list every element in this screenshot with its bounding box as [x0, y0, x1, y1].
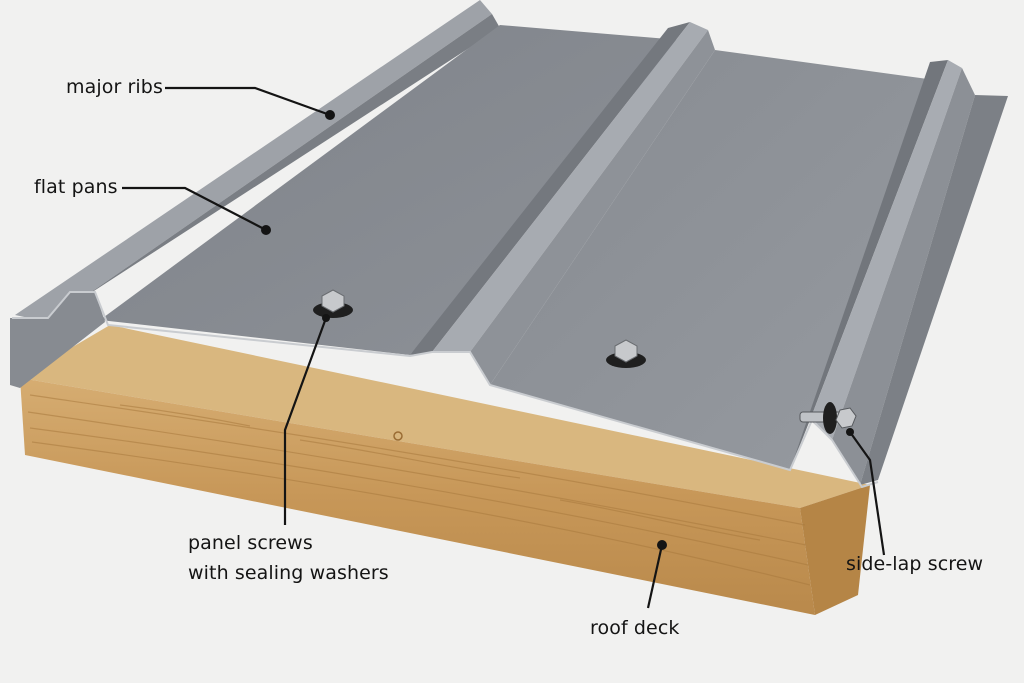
panel-screw-right — [606, 339, 646, 368]
label-panel-screws: panel screws with sealing washers — [188, 528, 389, 588]
label-panel-screws-line1: panel screws — [188, 532, 313, 554]
side-lap-edge — [860, 95, 1008, 485]
roof-deck-top-face — [20, 325, 870, 508]
wood-knot — [393, 431, 403, 441]
leader-panel-screws — [283, 317, 328, 525]
wood-grain — [27, 394, 811, 586]
leader-side-lap-screw — [849, 431, 886, 556]
hex-head-icon — [614, 339, 638, 363]
roof-deck-front-face — [20, 378, 815, 615]
panel-screw-left — [313, 289, 353, 318]
leader-dot-flat-pans — [261, 225, 271, 235]
major-rib-left-side — [48, 14, 500, 322]
label-major-ribs: major ribs — [66, 76, 163, 98]
major-rib-left-top — [15, 0, 492, 322]
major-rib-middle-left-face — [410, 22, 690, 355]
hex-head-icon — [321, 289, 345, 313]
label-panel-screws-line2: with sealing washers — [188, 562, 389, 584]
major-rib-middle-top — [432, 22, 708, 352]
leader-roof-deck — [646, 544, 664, 609]
panel-profile-edge — [12, 291, 879, 489]
panel-left-edge — [10, 292, 105, 388]
leader-dot-roof-deck — [657, 540, 667, 550]
flat-pan-left — [100, 25, 680, 355]
leader-dots — [261, 110, 854, 550]
leader-lines — [122, 86, 886, 609]
label-side-lap-screw: side-lap screw — [846, 553, 984, 575]
roof-deck-block — [20, 325, 870, 615]
leader-dot-side-lap-screw — [846, 428, 854, 436]
label-roof-deck: roof deck — [590, 617, 680, 639]
major-rib-right-top — [810, 60, 962, 440]
leader-major-ribs — [165, 86, 331, 117]
major-rib-right-left-face — [790, 60, 948, 470]
side-lap-washer-icon — [823, 402, 837, 434]
roof-deck-side-face — [800, 485, 870, 615]
major-rib-right-right-face — [832, 68, 975, 485]
leader-dot-major-ribs — [325, 110, 335, 120]
side-lap-hex-head-icon — [835, 407, 857, 429]
leader-flat-pans — [122, 186, 267, 231]
label-flat-pans: flat pans — [34, 176, 118, 198]
flat-pan-right — [490, 50, 935, 470]
metal-roof-panel — [10, 0, 1008, 489]
leader-dot-panel-screws — [322, 314, 330, 322]
side-lap-screw-assembly — [799, 402, 857, 434]
major-rib-middle-right-face — [470, 30, 715, 385]
